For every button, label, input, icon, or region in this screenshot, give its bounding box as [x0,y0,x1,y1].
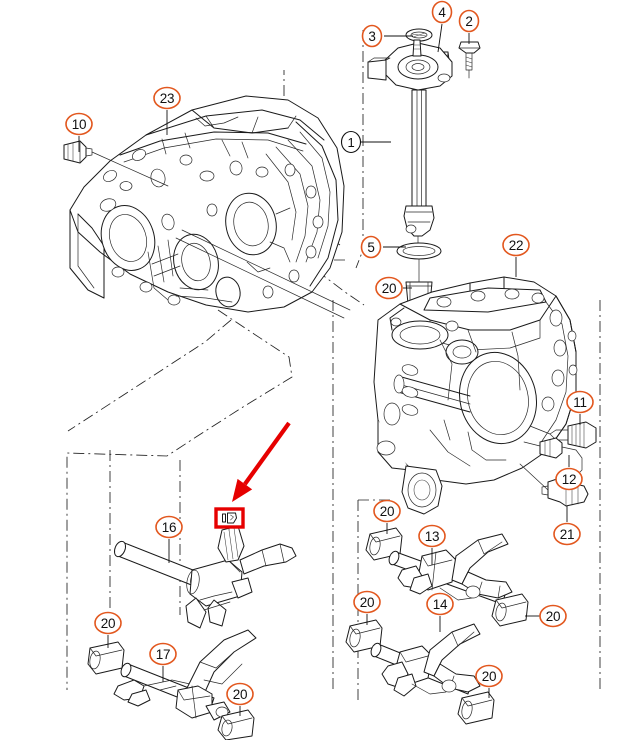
callout-20[interactable]: 20 [475,664,503,699]
callout-ring [353,590,381,614]
callout-label: 17 [156,647,170,662]
callout-ring [426,592,454,616]
callout-ring [361,24,383,48]
callout-10[interactable]: 10 [65,112,93,153]
part-20-bush-right-a2 [491,593,529,627]
arrow-head [232,478,253,502]
callout-label: 5 [367,240,374,255]
callout-ring [153,86,181,110]
highlighted-small-part-glyph [222,512,237,524]
callout-ring [566,390,594,414]
callout-label: 20 [482,669,496,684]
callout-ring [155,515,183,539]
callout-label: 20 [233,687,247,702]
callout-ring [149,642,177,666]
highlight-arrow [232,421,291,502]
arrow-shaft [243,421,291,486]
callout-leader-line [437,23,443,53]
callout-ring [555,467,583,491]
callout-label: 2 [465,14,472,29]
callout-label: 16 [162,520,176,535]
callout-12[interactable]: 12 [555,455,583,491]
callout-17[interactable]: 17 [149,642,177,683]
callout-20[interactable]: 20 [226,682,254,717]
callout-11[interactable]: 11 [566,390,594,426]
part-14-shift-fork-assembly [370,623,481,697]
callout-2[interactable]: 2 [458,9,480,45]
callout-ring [539,604,567,628]
callout-14[interactable]: 14 [426,592,454,633]
callout-1[interactable]: 1 [340,130,392,154]
part-10-dowel-sleeve [63,140,169,187]
callout-label: 10 [72,117,86,132]
callout-20[interactable]: 20 [373,499,401,535]
callout-label: 20 [380,504,394,519]
part-17-shift-fork-rod [113,629,257,721]
callout-ring [375,276,403,300]
part-12-breather-vent [523,437,583,477]
callout-label: 11 [573,395,586,410]
callout-13[interactable]: 13 [418,524,446,566]
callout-label: 20 [382,281,396,296]
callout-label: 4 [438,5,446,20]
callout-ring [94,611,122,635]
part-detail [230,514,234,521]
callout-23[interactable]: 23 [153,86,181,136]
callout-label: 3 [368,29,375,44]
part-13-shift-fork-assembly [388,533,513,605]
part-11-reverse-light-switch [529,421,597,449]
callout-ring [431,0,453,24]
callout-4[interactable]: 4 [431,0,453,53]
callout-ring [458,9,480,33]
part-tab [222,513,226,523]
callout-20[interactable]: 20 [353,590,381,626]
callout-20[interactable]: 20 [375,276,412,300]
transmission-housing-23 [69,95,351,319]
callout-label: 23 [160,91,174,106]
highlight-layer[interactable] [214,421,291,529]
callout-label: 1 [348,135,355,150]
callout-label: 21 [560,527,574,542]
callout-22[interactable]: 22 [502,233,530,278]
callout-label: 20 [360,595,374,610]
callout-ring [226,682,254,706]
part-20-bush-left-upper [87,641,125,675]
callout-ring [65,112,93,136]
callout-label: 14 [433,597,448,612]
highlighted-part-15[interactable] [214,507,245,529]
callout-ring [553,522,581,546]
callout-20[interactable]: 20 [525,604,567,628]
part-20-bush-left-lower [217,709,255,740]
callout-ring [373,499,401,523]
callout-ring [418,524,446,548]
callout-16[interactable]: 16 [155,515,183,564]
callout-label: 13 [425,529,439,544]
callout-ring [502,233,530,257]
callout-3[interactable]: 3 [361,24,414,48]
callout-label: 20 [101,616,115,631]
part-body [227,512,237,524]
callout-label: 22 [509,238,523,253]
callout-20[interactable]: 20 [94,611,122,649]
selector-shaft-assembly-1 [367,28,481,335]
callout-ring [475,664,503,688]
gear-carrier-housing-22 [373,276,578,515]
callout-21[interactable]: 21 [553,506,581,546]
callout-label: 12 [562,472,576,487]
callout-5[interactable]: 5 [360,235,407,259]
callout-ring [360,235,382,259]
part-20-bush-right-b2 [457,691,495,725]
callout-label: 20 [546,609,560,624]
callout-ring [340,130,362,154]
shift-fork-assembly-16 [185,509,297,629]
